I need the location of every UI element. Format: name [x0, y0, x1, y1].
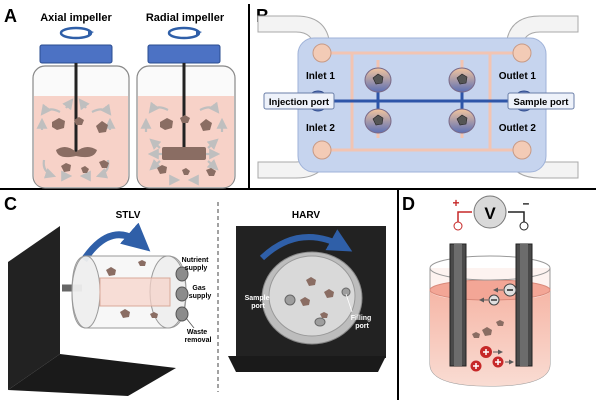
panel-c: C STLV HARV Nutrien: [4, 194, 386, 396]
outlet-1-label: Outlet 1: [499, 71, 537, 82]
voltmeter: [473, 195, 507, 229]
jar-cap: [39, 44, 113, 64]
rotation-arrow-icon: [167, 26, 201, 40]
positive-terminal-label: +: [452, 196, 459, 210]
outlet-2-port: [512, 140, 532, 160]
cell-aggregates: [157, 115, 216, 176]
stlv-title: STLV: [116, 210, 141, 221]
waste-removal-label: Waste removal: [185, 329, 212, 344]
positive-wire: [457, 211, 472, 222]
stlv-bioreactor: Nutrient supply Gas supply Waste removal: [8, 222, 212, 396]
nutrient-supply-label: Nutrient supply: [182, 257, 211, 272]
axial-bioreactor: [32, 26, 130, 189]
panel-a: A Axial impeller Radial impeller: [4, 6, 236, 189]
sample-port-label: Sample port: [514, 97, 570, 108]
inlet-1-label: Inlet 1: [306, 71, 335, 82]
panel-d-letter: D: [402, 194, 415, 214]
cell-aggregates: [300, 277, 334, 318]
negative-terminal-label: –: [523, 196, 530, 210]
harv-base: [228, 356, 386, 372]
stlv-ports: [175, 266, 189, 322]
radial-impeller-blades: [162, 147, 206, 160]
panel-d: D V + –: [402, 194, 551, 387]
harv-filling-port: [341, 287, 351, 297]
harv-sample-port: [284, 294, 296, 306]
axial-impeller-blades: [56, 146, 97, 158]
inlet-1-port: [312, 43, 332, 63]
gas-supply-label: Gas supply: [189, 285, 212, 300]
filling-port-label: Filling port: [351, 315, 374, 330]
harv-bioreactor: Sample port Filling port: [228, 226, 386, 372]
outlet-1-port: [512, 43, 532, 63]
stlv-inner-core: [99, 277, 171, 307]
rotation-arrow-icon: [59, 26, 93, 40]
panel-c-letter: C: [4, 194, 17, 214]
inlet-2-port: [312, 140, 332, 160]
positive-ions: [470, 346, 514, 372]
flow-arrows: [36, 98, 116, 182]
flow-arrows: [140, 101, 228, 186]
axial-impeller-title: Axial impeller: [40, 12, 112, 24]
rotation-arrow-icon: [81, 222, 151, 262]
radial-bioreactor: [136, 26, 236, 189]
negative-wire: [508, 211, 525, 222]
harv-inner-disc: [268, 255, 356, 337]
harv-title: HARV: [292, 210, 320, 221]
cell-aggregates: [472, 320, 504, 338]
injection-port-label-box: [263, 92, 335, 110]
panel-b: B: [256, 6, 579, 179]
cell-chambers: [364, 67, 476, 134]
sample-port-label-box: [507, 92, 575, 110]
outlet-2-label: Outlet 2: [499, 123, 537, 134]
cell-aggregates: [52, 117, 109, 173]
stlv-backplate: [8, 226, 60, 390]
negative-ions: [479, 283, 517, 306]
rotation-arrow-icon: [259, 229, 353, 261]
inlet-2-label: Inlet 2: [306, 123, 335, 134]
voltage-symbol: V: [484, 204, 496, 223]
injection-port-label: Injection port: [269, 97, 330, 108]
panel-a-letter: A: [4, 6, 17, 26]
sample-port-label: Sample port: [245, 295, 272, 310]
negative-connector-icon: [519, 221, 529, 231]
jar-cap: [147, 44, 221, 64]
stlv-base: [8, 354, 176, 396]
cell-aggregates: [106, 260, 158, 318]
positive-connector-icon: [453, 221, 463, 231]
radial-impeller-title: Radial impeller: [146, 12, 225, 24]
